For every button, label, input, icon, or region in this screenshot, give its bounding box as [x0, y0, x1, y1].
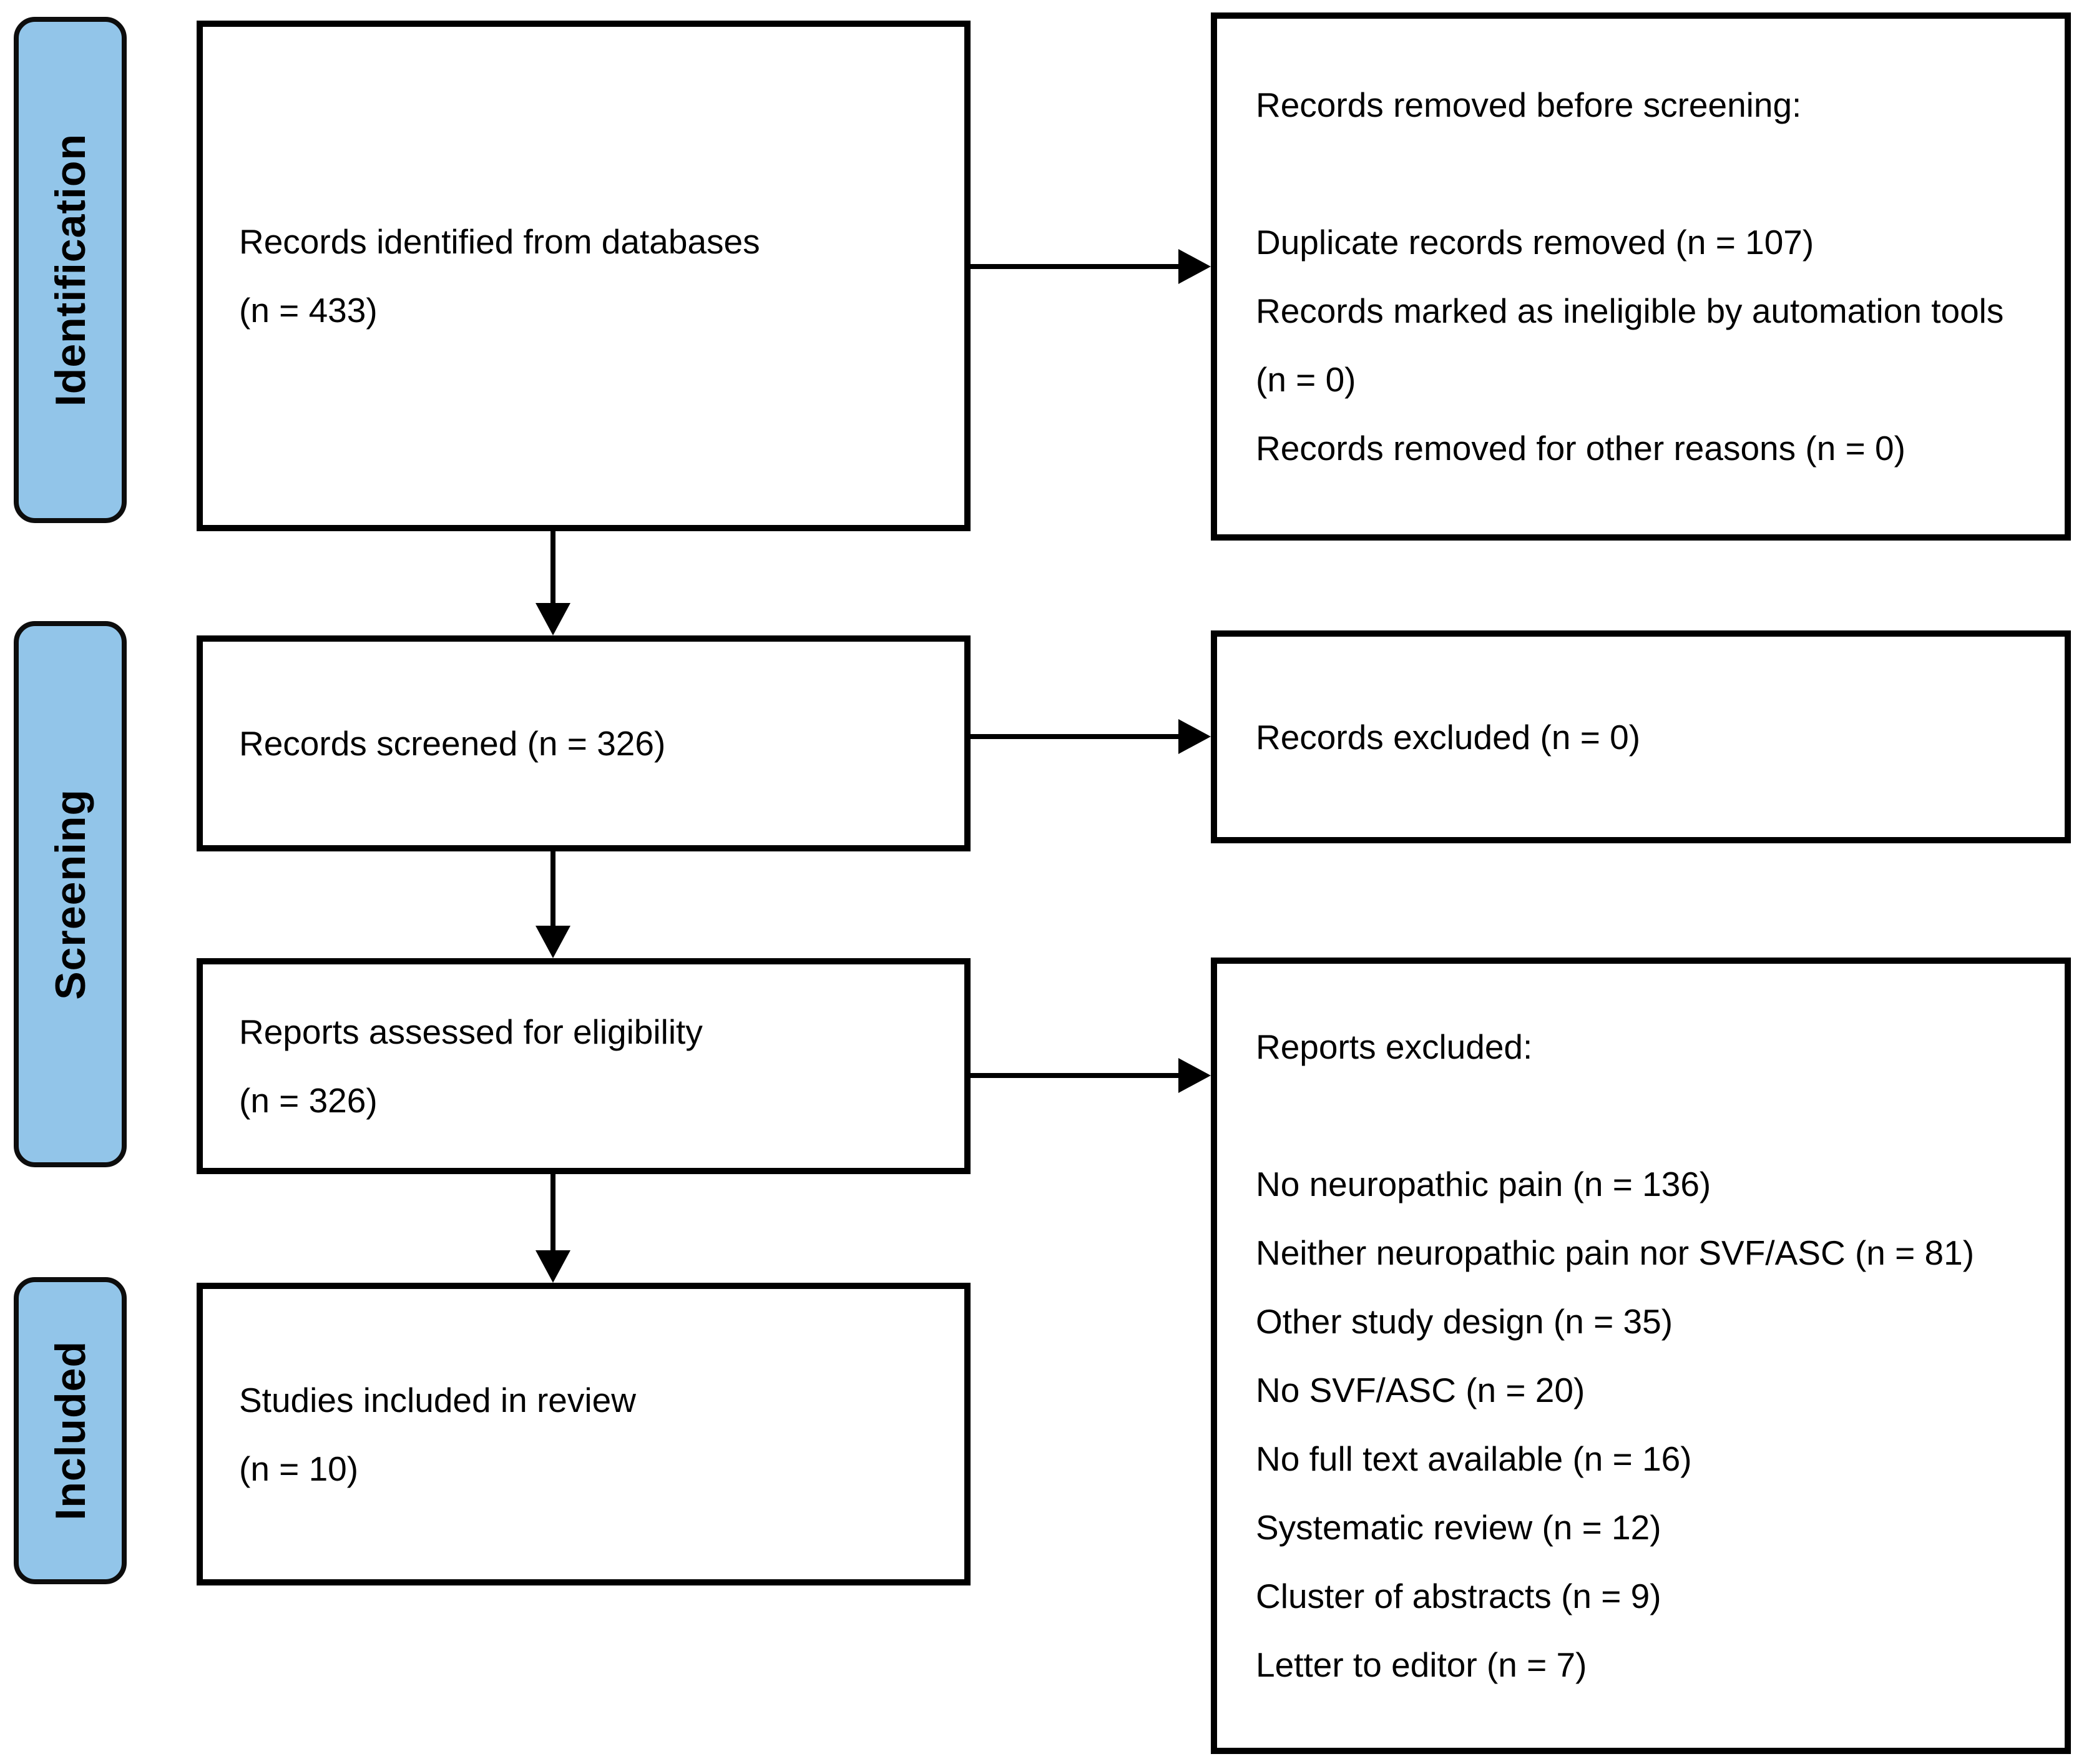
box-records-identified-line2: (n = 433) [239, 291, 378, 330]
box-records-excluded: Records excluded (n = 0) [1211, 630, 2071, 843]
box-reports-excluded: Reports excluded: No neuropathic pain (n… [1211, 958, 2071, 1754]
box-reports-assessed: Reports assessed for eligibility (n = 32… [197, 958, 971, 1174]
arrow-identified-to-screened [536, 531, 570, 635]
arrow-shaft [550, 531, 555, 603]
box-records-screened: Records screened (n = 326) [197, 635, 971, 851]
arrow-down-icon [536, 926, 570, 958]
arrow-right-icon [1178, 1058, 1211, 1093]
arrow-shaft [971, 1073, 1178, 1078]
stage-label-included: Included [14, 1277, 127, 1584]
stage-label-screening: Screening [14, 621, 127, 1167]
arrow-right-icon [1178, 249, 1211, 284]
box-records-removed-line: Duplicate records removed (n = 107) [1256, 223, 1814, 262]
box-records-excluded-line1: Records excluded (n = 0) [1256, 717, 1641, 757]
box-reports-excluded-line: Cluster of abstracts (n = 9) [1256, 1577, 1661, 1615]
box-records-removed-title: Records removed before screening: [1256, 86, 1802, 124]
box-reports-assessed-line1: Reports assessed for eligibility [239, 1012, 703, 1051]
stage-label-included-text: Included [46, 1341, 94, 1521]
box-reports-excluded-line: Neither neuropathic pain nor SVF/ASC (n … [1256, 1233, 1975, 1272]
box-records-identified-line1: Records identified from databases [239, 222, 760, 261]
arrow-screened-to-excluded [971, 719, 1211, 754]
box-reports-excluded-title: Reports excluded: [1256, 1027, 1533, 1066]
arrow-down-icon [536, 603, 570, 635]
arrow-shaft [550, 1174, 555, 1250]
arrow-right-icon [1178, 719, 1211, 754]
box-reports-excluded-line: No SVF/ASC (n = 20) [1256, 1371, 1585, 1409]
box-records-removed-line: Records removed for other reasons (n = 0… [1256, 429, 1905, 468]
box-records-removed-before-screening: Records removed before screening: Duplic… [1211, 12, 2071, 541]
box-records-screened-line1: Records screened (n = 326) [239, 724, 666, 763]
stage-label-screening-text: Screening [46, 788, 94, 1000]
arrow-shaft [550, 851, 555, 926]
box-reports-excluded-line: Other study design (n = 35) [1256, 1302, 1673, 1341]
arrow-screened-to-assessed [536, 851, 570, 958]
box-reports-excluded-line: No neuropathic pain (n = 136) [1256, 1165, 1711, 1203]
box-records-removed-line: Records marked as ineligible by automati… [1256, 292, 2004, 330]
arrow-assessed-to-included [536, 1174, 570, 1283]
box-studies-included-line2: (n = 10) [239, 1449, 359, 1488]
stage-label-identification: Identification [14, 17, 127, 523]
box-reports-assessed-line2: (n = 326) [239, 1081, 378, 1120]
box-reports-excluded-line: No full text available (n = 16) [1256, 1439, 1692, 1478]
arrow-shaft [971, 734, 1178, 739]
box-records-removed-line: (n = 0) [1256, 360, 1356, 399]
arrow-down-icon [536, 1250, 570, 1283]
arrow-shaft [971, 264, 1178, 269]
box-reports-excluded-line: Systematic review (n = 12) [1256, 1508, 1661, 1547]
box-reports-excluded-line: Letter to editor (n = 7) [1256, 1645, 1587, 1684]
stage-label-identification-text: Identification [46, 133, 94, 407]
box-studies-included: Studies included in review (n = 10) [197, 1283, 971, 1585]
box-records-identified: Records identified from databases (n = 4… [197, 21, 971, 531]
arrow-identified-to-removed [971, 249, 1211, 284]
arrow-assessed-to-reports-excluded [971, 1058, 1211, 1093]
box-studies-included-line1: Studies included in review [239, 1380, 636, 1419]
